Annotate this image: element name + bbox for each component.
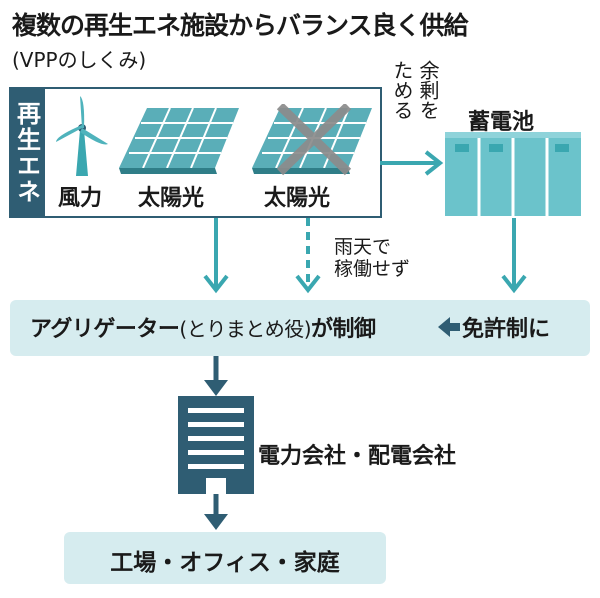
aggregator-role: (とりまとめ役) [179,317,312,341]
arrow-battery-down [501,218,527,294]
source-label-solar-2: 太陽光 [264,186,331,211]
arrow-utility-down [204,494,228,530]
store-surplus-note: 余剰を ためる [390,60,440,120]
renewable-label: 再生エネ [9,87,45,218]
solar-panel-icon [119,107,239,174]
aggregator-name: アグリゲーター [30,317,180,342]
arrow-left-icon [438,317,460,337]
building-icon [178,396,254,494]
aggregator-action: が制御 [311,317,376,342]
aggregator-bar [10,300,590,356]
arrow-to-battery [380,150,444,176]
diagram-title: 複数の再生エネ施設からバランス良く供給 [12,11,469,40]
destination-label: 工場・オフィス・家庭 [110,550,340,576]
solar-panel-crossed-icon [252,104,372,176]
rainy-note-line-2: 稼働せず [334,258,411,280]
aggregator-text: アグリゲーター(とりまとめ役)が制御 [30,311,376,343]
wind-turbine-icon [56,96,108,176]
rainy-note-line-1: 雨天で [334,236,392,258]
store-surplus-line-1: 余剰を [416,60,440,120]
arrow-solar-rainy-down [295,218,321,294]
diagram-subtitle: (VPPのしくみ) [12,48,147,72]
rainy-note: 雨天で 稼働せず [334,236,410,280]
battery-storage-icon [445,132,581,216]
battery-label: 蓄電池 [468,110,535,135]
arrow-wind-solar-down [203,218,229,294]
license-text: 免許制に [462,317,551,342]
source-label-wind: 風力 [58,186,103,211]
store-surplus-line-2: ためる [390,60,414,120]
source-label-solar-1: 太陽光 [138,186,205,211]
utility-label: 電力会社・配電会社 [258,444,457,469]
arrow-aggregator-down [204,356,228,396]
destination-bar [64,532,386,584]
